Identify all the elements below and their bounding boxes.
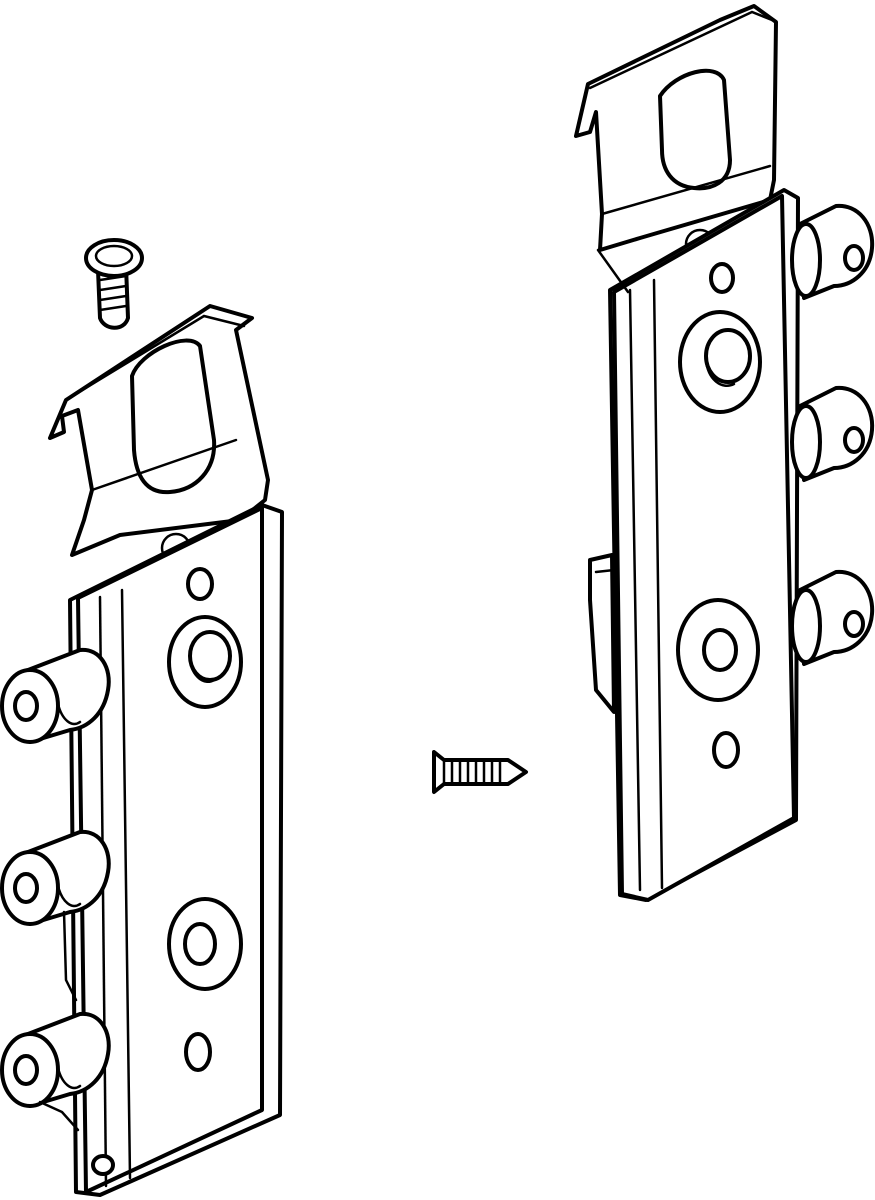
countersunk-screw-right <box>432 750 528 794</box>
hook-clip-right <box>574 4 778 260</box>
hanger-right <box>574 4 875 902</box>
roller-right-2 <box>790 385 875 482</box>
plate-hole-bottom-right <box>712 731 740 769</box>
plate-boss-upper-left <box>167 615 243 709</box>
cap-screw-left <box>84 238 144 330</box>
plate-hole-top-right <box>709 262 735 294</box>
roller-left-2 <box>0 829 111 1002</box>
plate-boss-lower-left <box>167 897 243 991</box>
plate-boss-lower-right <box>676 598 760 702</box>
hook-clip-left <box>48 304 270 564</box>
plate-boss-upper-right <box>678 310 762 414</box>
plate-hole-top-left <box>186 567 214 601</box>
hanger-left <box>0 304 284 1197</box>
roller-left-3 <box>0 1011 111 1132</box>
roller-right-1 <box>790 203 875 300</box>
plate-hole-bottom-left <box>91 1032 212 1176</box>
roller-left-1 <box>0 647 111 744</box>
roller-right-3 <box>790 569 875 666</box>
